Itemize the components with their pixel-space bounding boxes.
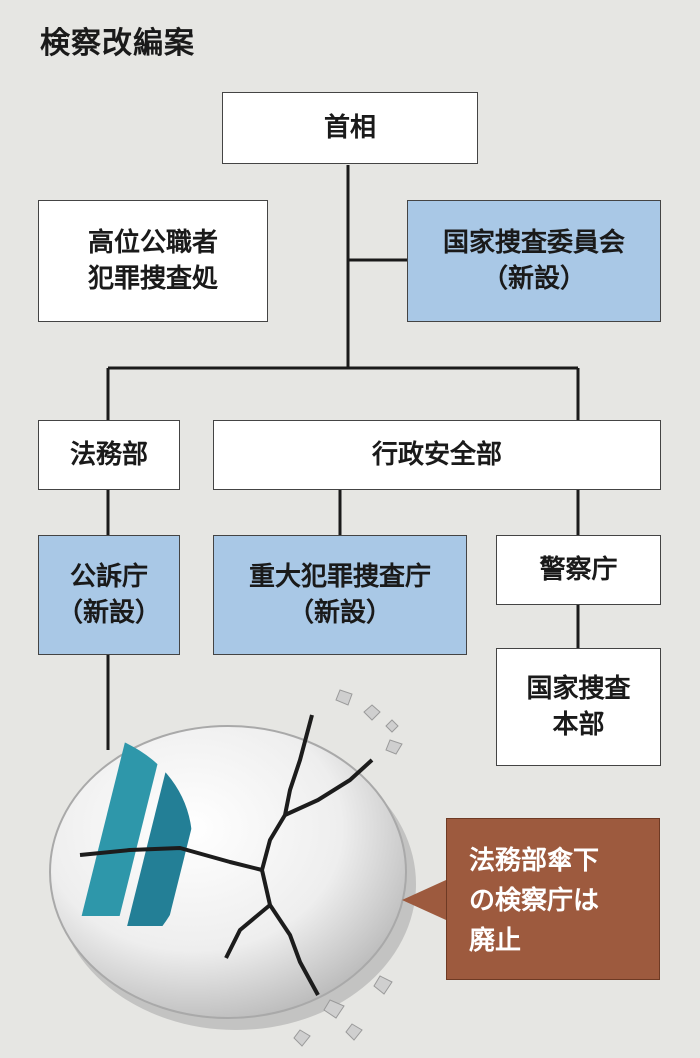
prime-minister-label: 首相	[323, 113, 376, 143]
cio-box: 高位公職者 犯罪捜査処	[38, 200, 268, 322]
interior-ministry-box: 行政安全部	[213, 420, 661, 490]
diagram-title: 検察改編案	[40, 26, 195, 61]
cio-label-line2: 犯罪捜査処	[87, 264, 218, 294]
serious-crimes-agency-box: 重大犯罪捜査庁 （新設）	[213, 535, 467, 655]
prosecution-agency-label-line1: 公訴庁	[69, 562, 148, 592]
nic-box: 国家捜査委員会 （新設）	[407, 200, 661, 322]
serious-crimes-label-line1: 重大犯罪捜査庁	[248, 562, 431, 592]
justice-ministry-box: 法務部	[38, 420, 180, 490]
nbi-label-line2: 本部	[552, 710, 605, 740]
nbi-box: 国家捜査 本部	[496, 648, 661, 766]
nic-label-line2: （新設）	[481, 264, 586, 294]
callout-line2: の検察庁は	[469, 886, 600, 916]
nic-label-line1: 国家捜査委員会	[442, 228, 625, 258]
emblem-stripe-1	[81, 736, 165, 916]
police-agency-box: 警察庁	[496, 535, 661, 605]
abolition-callout: 法務部傘下 の検察庁は 廃止	[446, 818, 660, 980]
justice-ministry-label: 法務部	[69, 440, 148, 470]
callout-line3: 廃止	[469, 926, 522, 956]
prosecution-agency-label-line2: （新設）	[56, 598, 161, 628]
nbi-label-line1: 国家捜査	[526, 674, 631, 704]
police-agency-label: 警察庁	[539, 555, 618, 585]
prosecution-agency-box: 公訴庁 （新設）	[38, 535, 180, 655]
callout-line1: 法務部傘下	[469, 846, 600, 876]
prime-minister-box: 首相	[222, 92, 478, 164]
interior-ministry-label: 行政安全部	[371, 440, 502, 470]
serious-crimes-label-line2: （新設）	[287, 598, 392, 628]
cio-label-line1: 高位公職者	[87, 228, 218, 258]
